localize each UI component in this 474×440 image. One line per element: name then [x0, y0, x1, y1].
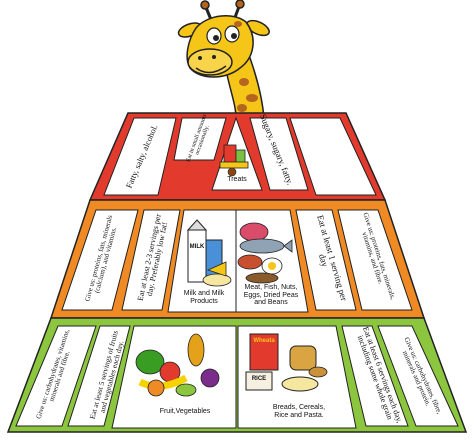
cereal-box-text: Wheata — [253, 338, 275, 344]
fruit-vegetables-illustration — [135, 333, 220, 397]
fruit-vegetables-label: Fruit,Vegetables — [159, 408, 211, 415]
treats-label: Treats — [227, 176, 247, 183]
milk-carton-text: MILK — [189, 244, 205, 250]
bottom-left-card — [15, 325, 97, 427]
bottom-right-small-card — [341, 325, 409, 427]
bottom-right-card — [377, 325, 459, 427]
bottom-left-small-card — [67, 325, 131, 427]
top-left-card — [103, 117, 177, 196]
middle-right-small-card — [295, 209, 357, 311]
middle-left-small-card — [121, 209, 181, 311]
middle-right-card — [337, 209, 413, 311]
top-right-card — [289, 117, 377, 196]
milk-products-label: Milk and Milk Products — [183, 290, 225, 305]
treats-illustration — [219, 144, 249, 177]
middle-left-card — [61, 209, 139, 311]
milk-illustration — [186, 219, 232, 287]
meat-fish-illustration — [237, 222, 293, 284]
rice-bag-text: RICE — [251, 376, 267, 382]
top-right-small-card — [249, 117, 309, 191]
meat-fish-label: Meat, Fish, Nuts, Eggs, Dried Peas and B… — [243, 284, 299, 307]
top-left-small-card — [173, 117, 227, 161]
giraffe-mascot — [177, 0, 270, 119]
breads-cereals-illustration — [245, 333, 328, 392]
breads-cereals-label: Breads, Cereals, Rice and Pasta. — [272, 404, 326, 419]
